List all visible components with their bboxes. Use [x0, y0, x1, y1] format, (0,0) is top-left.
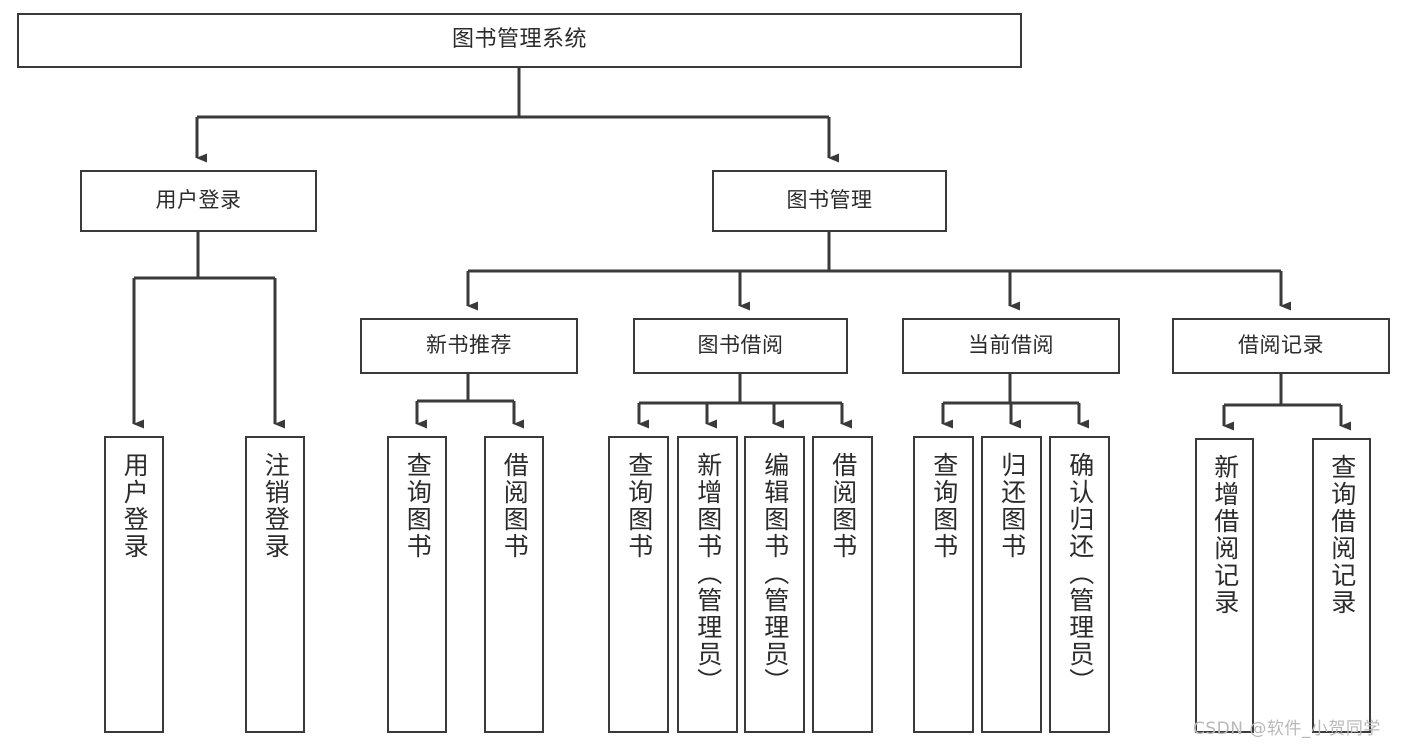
node-label: 借阅图书	[828, 452, 858, 560]
leaf-book-borrow-borrow[interactable]: 借阅图书	[812, 436, 873, 733]
leaf-new-book-borrow[interactable]: 借阅图书	[484, 436, 544, 733]
node-label: 新书推荐	[426, 333, 512, 358]
node-label: 查询图书	[403, 452, 433, 560]
node-label: 查询图书	[929, 452, 959, 560]
leaf-book-borrow-add[interactable]: 新增图书（管理员）	[677, 436, 738, 733]
node-label: 新增借阅记录	[1210, 454, 1240, 616]
node-label: 借阅记录	[1238, 333, 1324, 358]
node-book-management[interactable]: 图书管理	[712, 170, 947, 232]
leaf-current-borrow-confirm-return[interactable]: 确认归还（管理员）	[1049, 436, 1110, 733]
node-label: 图书管理	[786, 188, 873, 213]
leaf-new-book-query[interactable]: 查询图书	[387, 436, 447, 733]
leaf-current-borrow-query[interactable]: 查询图书	[913, 436, 974, 733]
node-label: 查询图书	[624, 452, 654, 560]
node-user-login[interactable]: 用户登录	[80, 170, 317, 232]
node-label: 借阅图书	[500, 452, 530, 560]
node-root-system[interactable]: 图书管理系统	[17, 13, 1022, 68]
node-label: 图书借阅	[697, 333, 784, 358]
node-label: 新增图书（管理员）	[693, 452, 723, 695]
leaf-borrow-record-add[interactable]: 新增借阅记录	[1195, 438, 1254, 733]
node-label: 注销登录	[261, 452, 291, 560]
node-label: 确认归还（管理员）	[1065, 452, 1095, 695]
node-label: 当前借阅	[968, 333, 1054, 358]
leaf-current-borrow-return[interactable]: 归还图书	[981, 436, 1042, 733]
node-label: 查询借阅记录	[1327, 454, 1357, 616]
node-label: 用户登录	[120, 452, 150, 560]
node-label: 归还图书	[997, 452, 1027, 560]
leaf-user-login-login[interactable]: 用户登录	[104, 436, 164, 733]
node-new-book-recommend[interactable]: 新书推荐	[360, 318, 578, 374]
node-book-borrow[interactable]: 图书借阅	[633, 318, 848, 374]
leaf-book-borrow-query[interactable]: 查询图书	[608, 436, 669, 733]
leaf-book-borrow-edit[interactable]: 编辑图书（管理员）	[744, 436, 805, 733]
leaf-user-login-logout[interactable]: 注销登录	[245, 436, 305, 733]
node-label: 编辑图书（管理员）	[760, 452, 790, 695]
leaf-borrow-record-query[interactable]: 查询借阅记录	[1312, 438, 1371, 733]
node-label: 图书管理系统	[451, 27, 587, 53]
node-borrow-record[interactable]: 借阅记录	[1172, 318, 1390, 374]
node-current-borrow[interactable]: 当前借阅	[902, 318, 1120, 374]
node-label: 用户登录	[155, 188, 242, 213]
